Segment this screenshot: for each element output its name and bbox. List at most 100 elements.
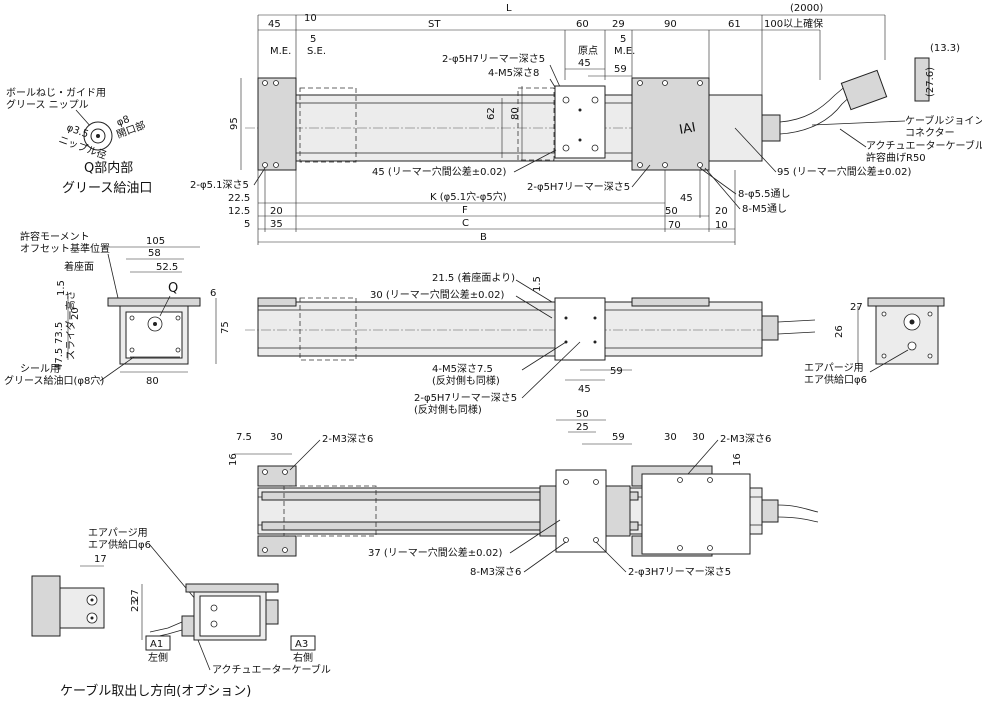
conn-height: (27.6) <box>925 67 936 97</box>
label-me-right: M.E. <box>614 46 635 57</box>
re-purge-1: エアパージ用 <box>804 362 864 374</box>
leader-45-reamer: 45 (リーマー穴間公差±0.02) <box>372 165 506 178</box>
leader-8-m5: 8-M5通し <box>742 203 787 215</box>
re-purge-2: エア供給口φ6 <box>804 373 867 386</box>
ev-20: 20 <box>70 307 81 320</box>
q-label-2: グリース ニップル <box>6 98 89 111</box>
bv-30a: 30 <box>270 432 283 443</box>
dim-K: K (φ5.1穴-φ5穴) <box>430 190 507 203</box>
dim-29: 29 <box>612 19 625 30</box>
top-view-bottom-dims: 22.5 12.5 5 20 35 K (φ5.1穴-φ5穴) F C B 50… <box>228 170 736 245</box>
bottom-view: 7.5 30 2-M3深さ6 16 50 25 59 30 30 2-M3深さ6… <box>228 409 819 578</box>
ov-cable: アクチュエーターケーブル <box>212 663 331 676</box>
sv-30: 30 (リーマー穴間公差±0.02) <box>370 288 504 301</box>
ov-a3-side: 右側 <box>293 651 313 664</box>
ev-Q: Q <box>168 281 178 296</box>
right-end-view: 27 26 エアパージ用 エア供給口φ6 <box>804 297 945 386</box>
end-view: 許容モーメント オフセット基準位置 着座面 105 58 52.5 Q 6 1.… <box>4 230 231 387</box>
leader-reamer-top: 2-φ5H7リーマー深さ5 <box>442 53 545 65</box>
dim-20b: 20 <box>715 206 728 217</box>
re-26: 26 <box>834 325 845 338</box>
ev-105: 105 <box>146 236 165 247</box>
side-view: 21.5 (着座面より) 1.5 30 (リーマー穴間公差±0.02) 4-M5… <box>245 271 816 416</box>
dim-95: 95 <box>229 117 240 130</box>
sv-reamer: 2-φ5H7リーマー深さ5 <box>414 392 517 404</box>
cable-joint: ケーブルジョイント <box>905 114 982 127</box>
dim-62: 62 <box>486 107 497 120</box>
bv-37: 37 (リーマー穴間公差±0.02) <box>368 546 502 559</box>
dim-45-top: 45 <box>578 58 591 69</box>
leader-8-phi55: 8-φ5.5通し <box>738 188 790 200</box>
dim-45: 45 <box>268 19 281 30</box>
offset-1: 許容モーメント <box>20 230 90 243</box>
bv-8-m3: 8-M3深さ6 <box>470 566 521 578</box>
ev-52_5: 52.5 <box>156 262 178 273</box>
ov-purge-2: エア供給口φ6 <box>88 538 151 551</box>
dim-F: F <box>462 205 468 216</box>
sv-1_5: 1.5 <box>532 276 543 292</box>
ev-47_5: 47.5 <box>54 348 65 370</box>
actuator-cable: アクチュエーターケーブル <box>866 139 982 152</box>
dim-45b: 45 <box>680 193 693 204</box>
seal-1: シール用 <box>20 364 60 375</box>
label-se: S.E. <box>307 46 326 57</box>
dim-L: L <box>506 3 512 14</box>
dim-70: 70 <box>668 220 681 231</box>
bend-radius: 許容曲げR50 <box>866 151 926 164</box>
bv-25: 25 <box>576 422 589 433</box>
leader-phi51: 2-φ5.1深さ5 <box>190 179 249 191</box>
dim-5a: 5 <box>244 219 250 230</box>
sv-reamer-note: (反対側も同様) <box>414 403 482 416</box>
label-origin: 原点 <box>578 45 598 57</box>
leader-reamer-2: 2-φ5H7リーマー深さ5 <box>527 181 630 193</box>
bv-30b: 30 <box>664 432 677 443</box>
bv-50: 50 <box>576 409 589 420</box>
sv-m5: 4-M5深さ7.5 <box>432 363 493 375</box>
ov-caption: ケーブル取出し方向(オプション) <box>60 683 251 699</box>
dim-B: B <box>480 232 487 243</box>
ev-75: 75 <box>220 321 231 334</box>
ev-6: 6 <box>210 288 216 299</box>
re-27: 27 <box>850 302 863 313</box>
sv-59: 59 <box>610 366 623 377</box>
detail-q: ボールねじ・ガイド用 グリース ニップル φ3.5 ニップル径 φ8 開口部 Q… <box>6 87 152 196</box>
dim-2000: (2000) <box>790 3 823 14</box>
sv-45: 45 <box>578 384 591 395</box>
dim-22_5: 22.5 <box>228 193 250 204</box>
option-view: エアパージ用 エア供給口φ6 17 23 27 A1 左側 A3 右側 アクチュ… <box>31 527 331 699</box>
ev-80: 80 <box>146 376 159 387</box>
ev-1_5: 1.5 <box>56 280 67 296</box>
bv-30c: 30 <box>692 432 705 443</box>
ev-58: 58 <box>148 248 161 259</box>
iai-logo: IAI <box>678 120 697 138</box>
bv-phi3: 2-φ3H7リーマー深さ5 <box>628 566 731 578</box>
ev-73_5: 73.5 <box>54 322 65 344</box>
ev-slider: スライダー高さ <box>64 290 77 360</box>
bv-59: 59 <box>612 432 625 443</box>
bv-7_5: 7.5 <box>236 432 252 443</box>
dim-5-left: 5 <box>310 34 316 45</box>
bv-16a: 16 <box>228 453 239 466</box>
dim-12_5: 12.5 <box>228 206 250 217</box>
ov-a3: A3 <box>295 639 308 650</box>
dim-59-top: 59 <box>614 64 627 75</box>
dim-20a: 20 <box>270 206 283 217</box>
leader-95-reamer: 95 (リーマー穴間公差±0.02) <box>777 165 911 178</box>
top-view: L (2000) 45 10 ST 60 29 90 61 100以上確保 5 … <box>190 3 982 245</box>
dim-C: C <box>462 218 469 229</box>
dim-10: 10 <box>715 220 728 231</box>
bv-m3-right: 2-M3深さ6 <box>720 433 771 445</box>
ov-a1-side: 左側 <box>148 651 168 664</box>
q-d8: φ8 <box>115 114 131 129</box>
label-me-left: M.E. <box>270 46 291 57</box>
conn-width: (13.3) <box>930 43 960 54</box>
ov-17: 17 <box>94 554 107 565</box>
bv-16b: 16 <box>732 453 743 466</box>
bv-m3-left: 2-M3深さ6 <box>322 433 373 445</box>
cable-connector: コネクター <box>905 127 955 139</box>
sv-m5-note: (反対側も同様) <box>432 374 500 387</box>
dim-35: 35 <box>270 219 283 230</box>
dim-5-right: 5 <box>620 34 626 45</box>
ov-purge-1: エアパージ用 <box>88 527 148 539</box>
